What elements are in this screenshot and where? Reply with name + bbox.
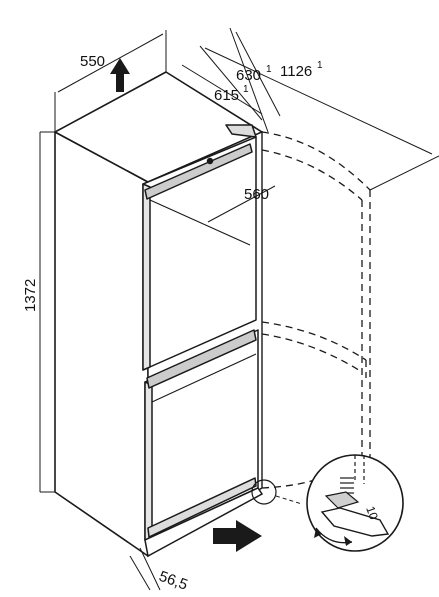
dim-plinth-depth: 56,5 [157, 568, 190, 594]
upper-door [142, 124, 257, 371]
lower-door [144, 329, 259, 541]
dim-door-width: 560 [244, 186, 269, 203]
dim-depth-handle-note: 1 [266, 64, 272, 75]
dim-depth-handle: 630 [236, 67, 261, 84]
foot-adjust-inset [251, 454, 404, 552]
top-hinge [225, 124, 257, 138]
open-door-outline [261, 131, 371, 489]
wrench-size-label: 10 [363, 504, 381, 522]
dim-width: 550 [80, 53, 105, 70]
arrow-up-icon [110, 58, 130, 92]
dim-depth-body-note: 1 [243, 84, 249, 95]
dim-depth-open: 1126 [280, 63, 312, 80]
dim-depth-open-note: 1 [317, 60, 323, 71]
fridge-side-panel [54, 131, 149, 557]
arrow-right-icon [213, 520, 262, 552]
door-lock-dot [206, 157, 214, 165]
foot-nut [324, 491, 360, 509]
upper-door-handle [144, 143, 253, 200]
dim-height: 1372 [22, 279, 39, 312]
wrench-icon [320, 507, 390, 537]
dimension-lines [39, 27, 439, 591]
plinth [144, 487, 264, 558]
dim-depth-body: 615 [214, 87, 239, 104]
lower-door-handle [146, 329, 257, 389]
foot-callout-marker [251, 479, 277, 505]
